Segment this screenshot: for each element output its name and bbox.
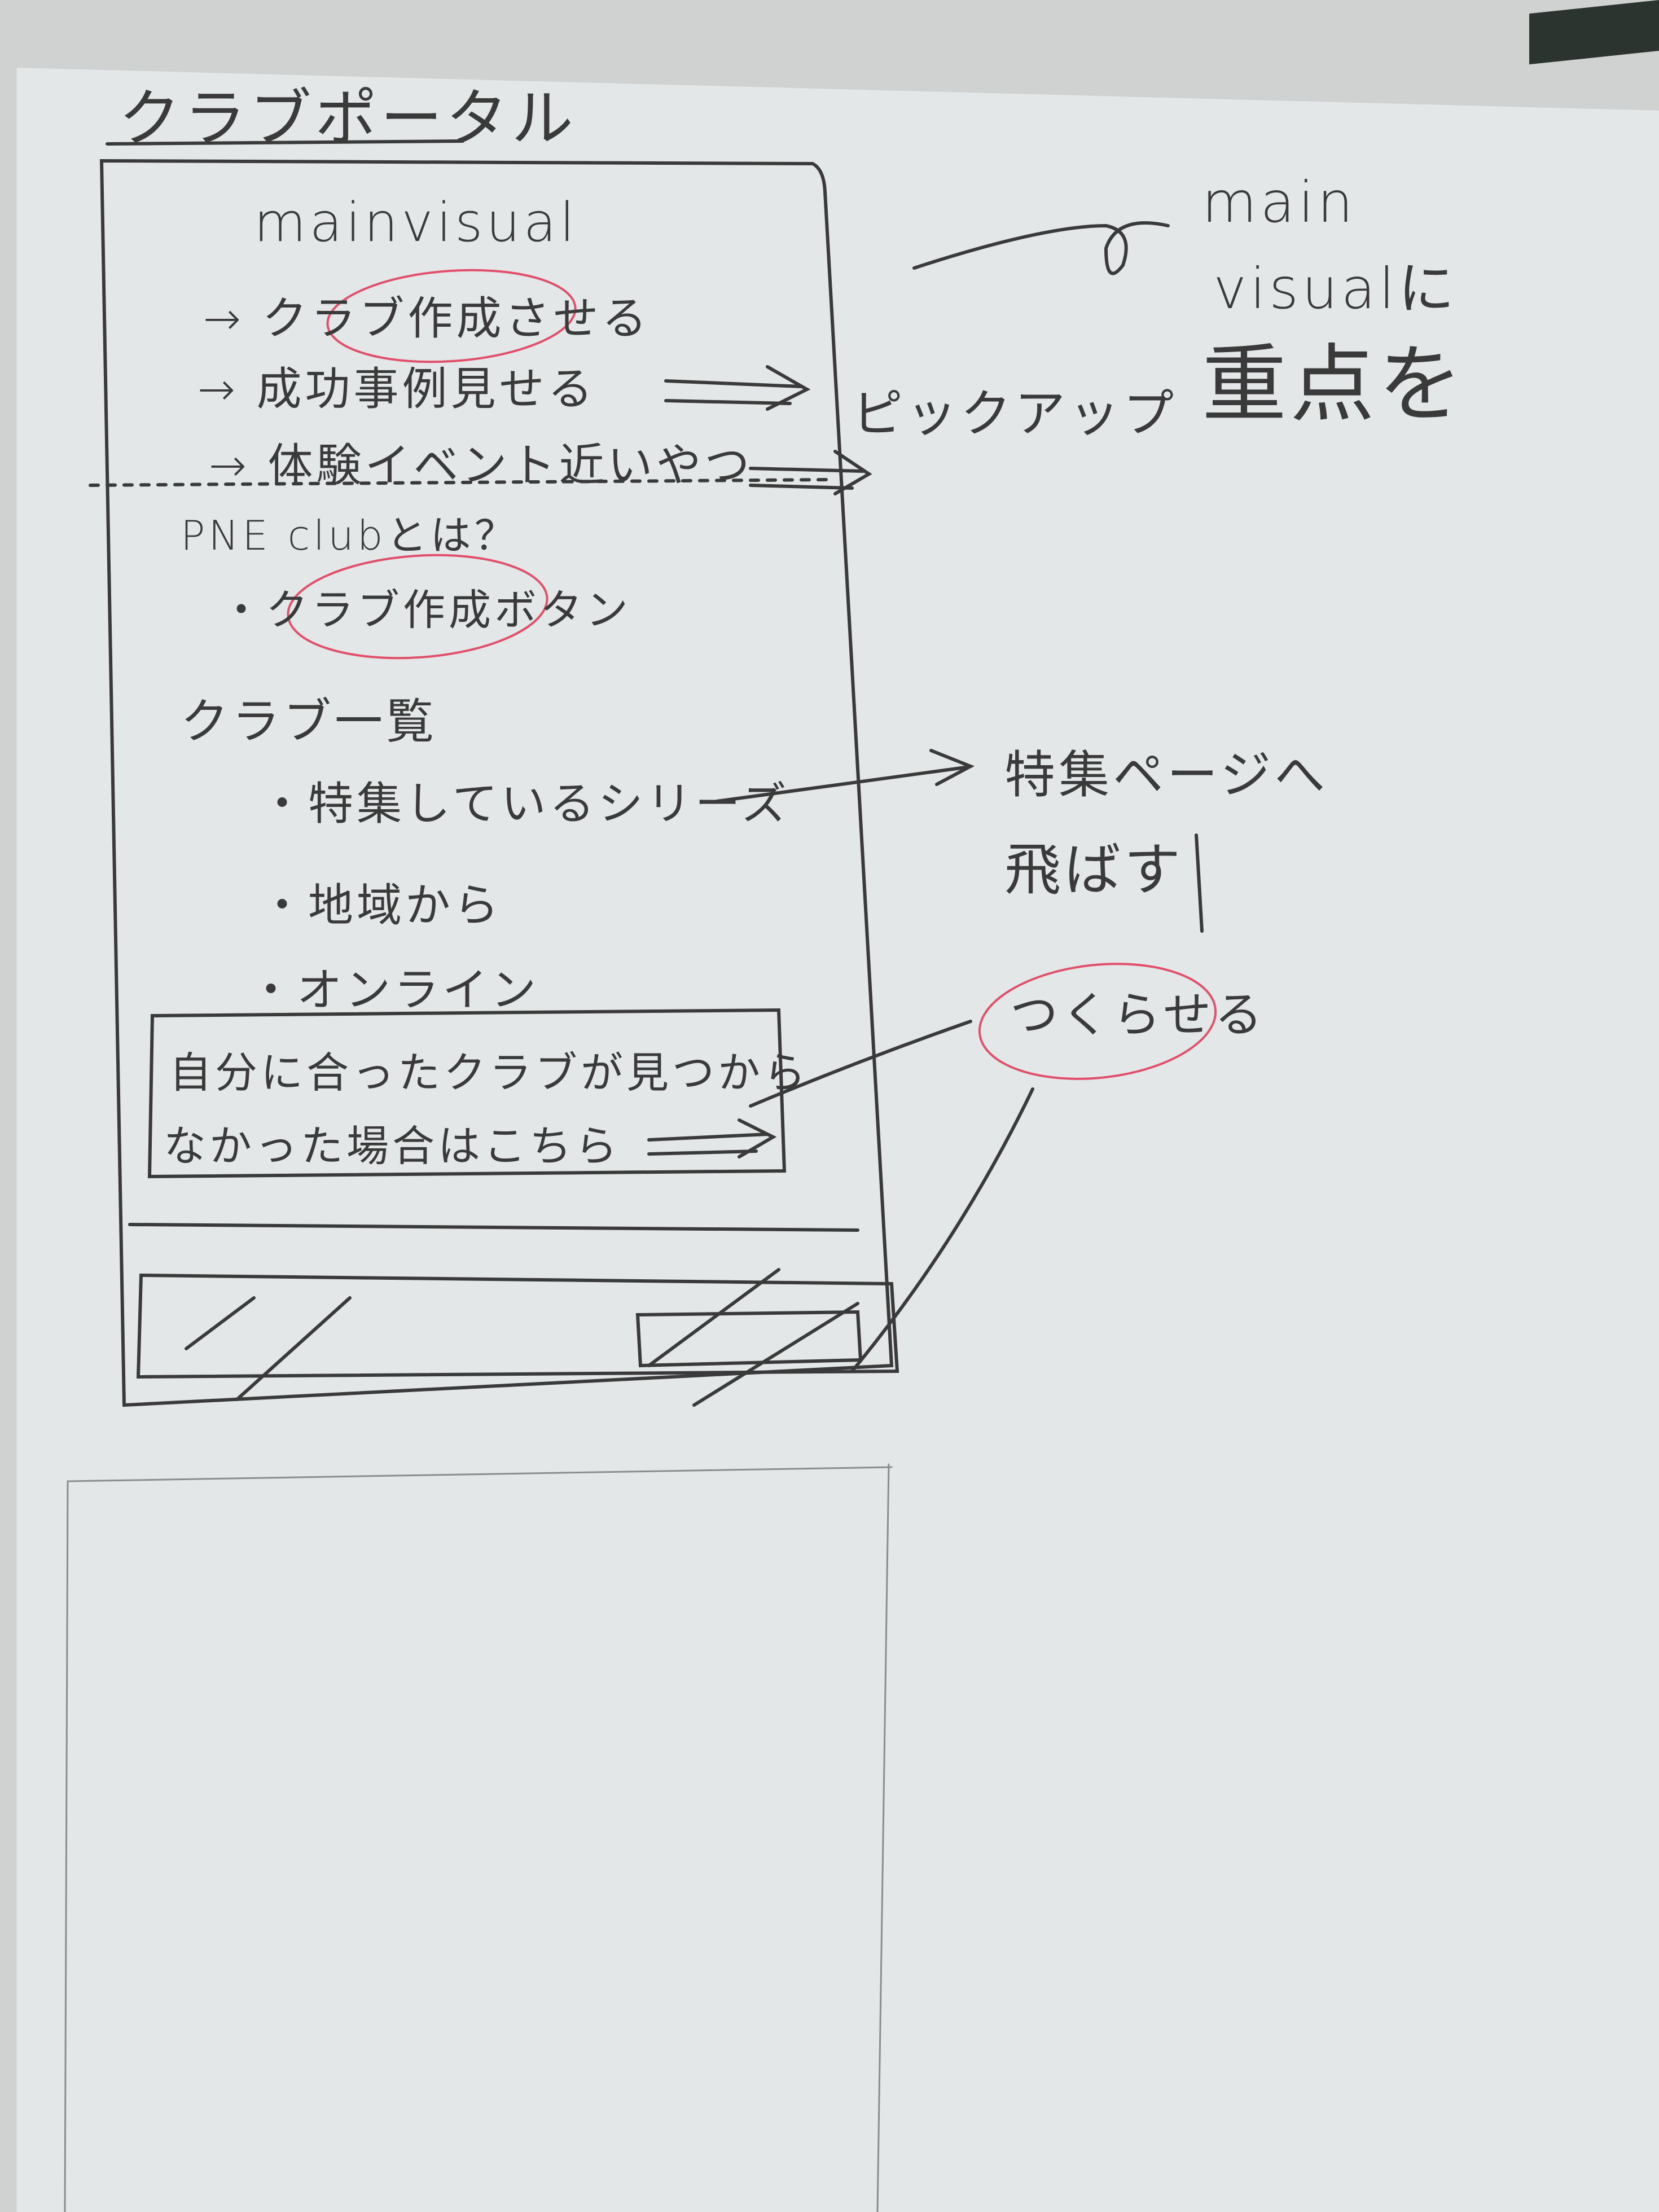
bullet-success: → 成功事例見せる (198, 363, 596, 415)
lower-frame (64, 1463, 893, 2212)
title-underline (106, 139, 464, 146)
footer-hatch-4 (692, 1302, 859, 1407)
annotation-feature-1: 特集ページへ (1004, 745, 1329, 805)
annotation-main-3: 重点を (1202, 336, 1467, 434)
annotation-main-1: main (1202, 169, 1357, 235)
list-item-region: ・地域から (260, 879, 502, 932)
footer-divider (128, 1223, 859, 1232)
page-title: クラブポータル (118, 82, 577, 155)
feature-bracket (1195, 833, 1204, 933)
highlight-create (326, 269, 577, 363)
cta-line-1[interactable]: 自分に合ったクラブが見つから (169, 1048, 810, 1098)
footer-hatch-1 (185, 1296, 256, 1350)
list-heading: クラブ一覧 (181, 694, 438, 750)
cta-line-2[interactable]: なかった場合はこちら (164, 1121, 621, 1171)
footer-button (635, 1310, 863, 1368)
bullet-event: → 体験イベント近いやつ (209, 439, 753, 491)
list-item-feature: ・特集しているシリーズ (260, 778, 790, 830)
list-item-online: ・オンライン (248, 964, 539, 1016)
annotation-feature-2: 飛ばす (1004, 837, 1184, 903)
annotation-create: つくらせる (1010, 988, 1266, 1043)
about-heading: PNE clubとは？ (181, 512, 519, 559)
highlight-tsukuraseru (978, 963, 1217, 1080)
footer-hatch-2 (235, 1296, 352, 1401)
connector-footer (850, 1087, 1034, 1373)
main-visual-label: mainvisual (254, 192, 578, 254)
footer-box (136, 1273, 899, 1379)
arrow-pickup-1 (664, 365, 811, 411)
annotation-pickup: ピックアップ (852, 384, 1177, 444)
highlight-button (287, 554, 548, 660)
arrow-pickup-2 (749, 450, 872, 495)
main-visual-curve (912, 221, 1170, 275)
phone-frame (99, 159, 894, 1407)
annotation-main-2: visualに (1213, 256, 1458, 322)
cta-box (147, 1008, 787, 1179)
connector-cta (749, 1020, 972, 1108)
dashed-separator (89, 478, 831, 487)
arrow-feature (715, 749, 975, 803)
about-item: ・クラブ作成ボタン (220, 585, 632, 635)
cta-arrow (647, 1118, 777, 1158)
footer-hatch-3 (647, 1268, 780, 1367)
bullet-create: → クラブ作成させる (203, 292, 651, 345)
